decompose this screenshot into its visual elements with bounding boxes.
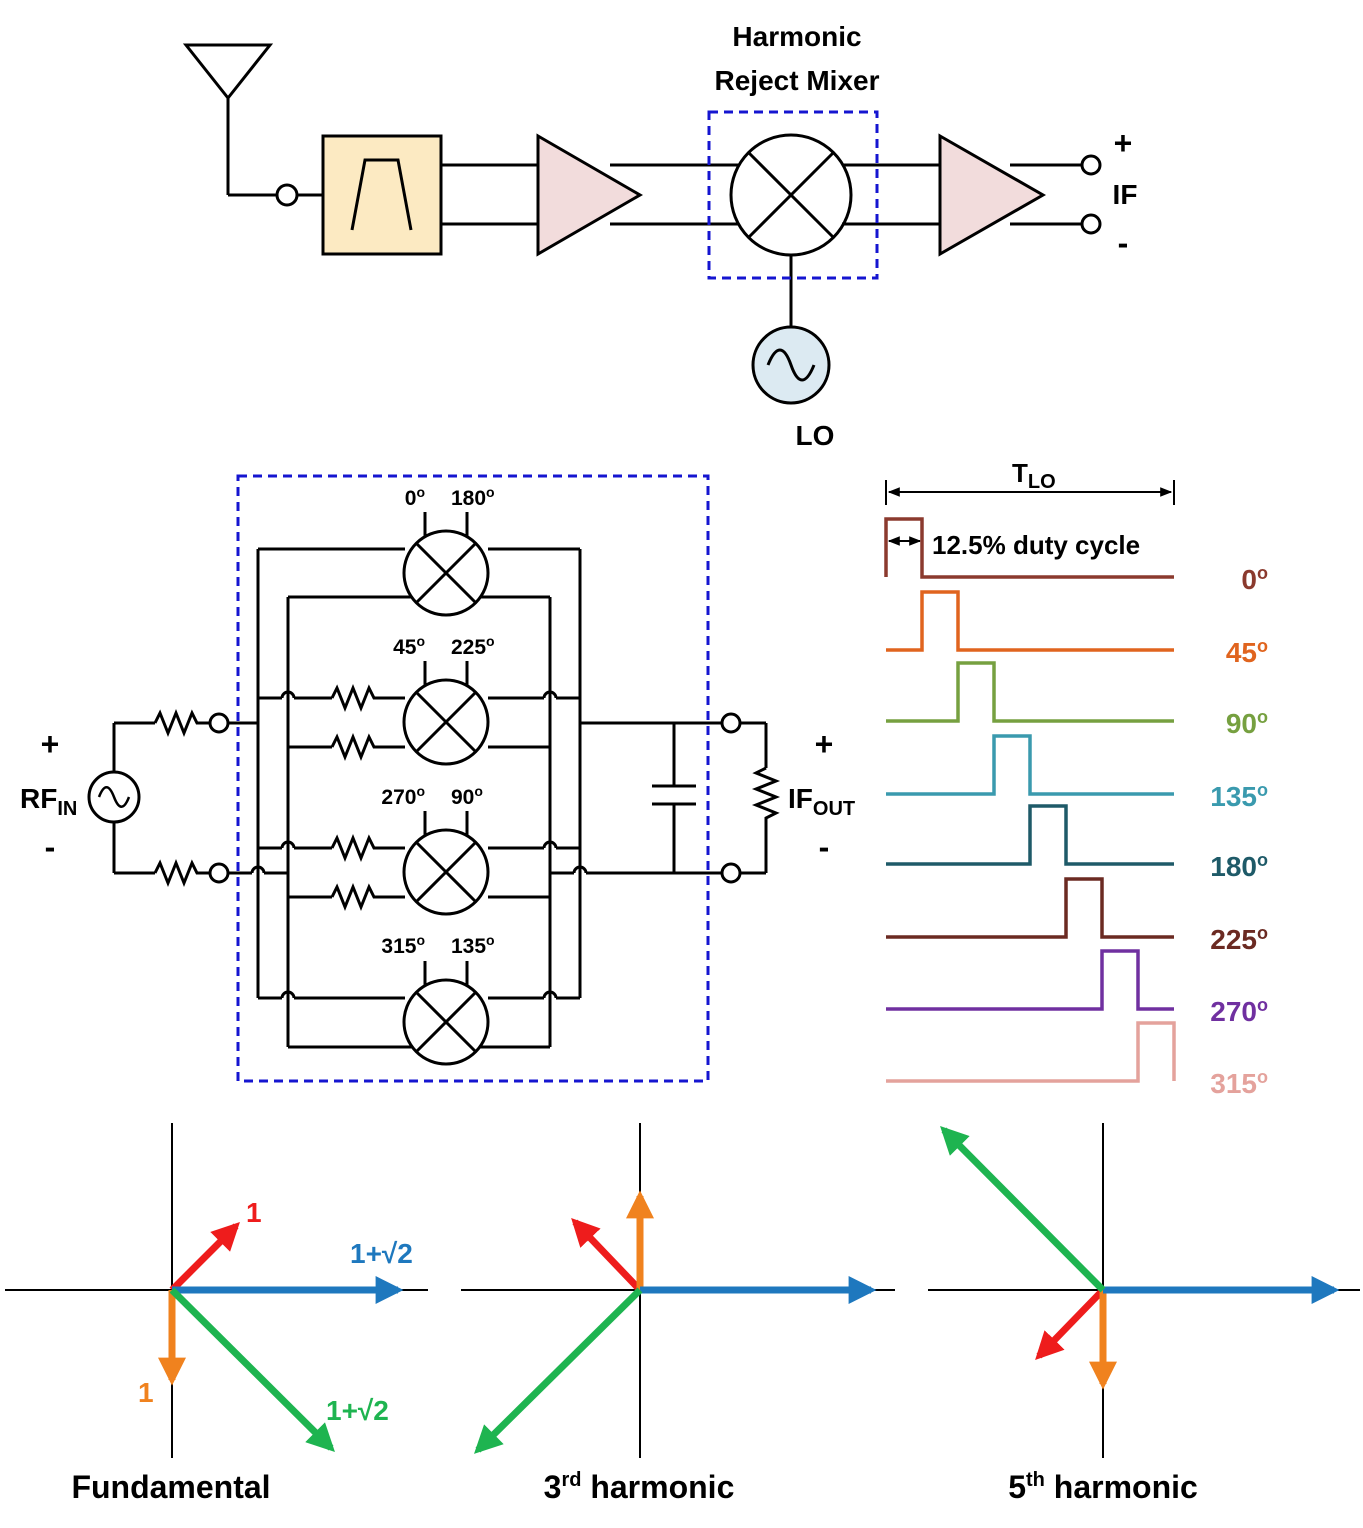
mixer-2-phase-a: 45o xyxy=(393,633,425,659)
bandpass-filter-icon xyxy=(350,158,413,231)
fund-orange-label: 1 xyxy=(138,1377,154,1408)
fifth-harmonic-title: 5th harmonic xyxy=(1008,1469,1198,1505)
mixer-3-phase-a: 270o xyxy=(381,783,425,809)
ifout-minus-label: - xyxy=(819,829,830,865)
mixer-array-box xyxy=(236,474,710,1083)
rf-in-subscript: IN xyxy=(57,798,77,820)
mixer-2-phase-b: 225o xyxy=(451,633,495,659)
if-out-subscript: OUT xyxy=(813,798,855,820)
if-out-label: IFOUT xyxy=(788,783,855,820)
load-resistor xyxy=(751,766,781,873)
if-label: IF xyxy=(1113,179,1138,210)
lo-waveform-45 xyxy=(886,590,1174,652)
period-label: TLO xyxy=(1012,458,1056,493)
hrm-title-line2: Reject Mixer xyxy=(715,65,880,96)
lo-waveform-135 xyxy=(886,734,1174,796)
phase-label-90: 90o xyxy=(1226,707,1268,739)
ifout-plus-label: + xyxy=(815,726,834,762)
fifth-red-phasor xyxy=(1035,1287,1106,1361)
harmonic-reject-mixer-box xyxy=(707,110,879,280)
mixer-4-phase-a: 315o xyxy=(381,932,425,958)
receiver-block-diagram xyxy=(182,43,1102,405)
rf-in-label: RFIN xyxy=(20,783,77,820)
lna-amplifier-icon xyxy=(536,133,643,257)
hrm-title-line1: Harmonic xyxy=(732,21,861,52)
fifth-green-phasor xyxy=(940,1126,1106,1293)
lo-waveform-270 xyxy=(886,949,1174,1011)
phase-label-180: 180o xyxy=(1210,850,1268,882)
phasor-diagrams xyxy=(158,1126,1340,1454)
phase-label-270: 270o xyxy=(1210,995,1268,1027)
mixer-phase-labels: 0o 180o 45o 225o 270o 90o 315o 135o xyxy=(381,484,494,958)
phase-label-135: 135o xyxy=(1210,780,1268,812)
lo-label: LO xyxy=(796,420,835,451)
if-plus-label: + xyxy=(1114,125,1133,161)
fund-red-label: 1 xyxy=(246,1197,262,1228)
lo-timing-diagram xyxy=(885,480,1175,546)
fund-green-label: 1+√2 xyxy=(326,1395,389,1426)
phase-label-45: 45o xyxy=(1226,636,1268,668)
rf-minus-label: - xyxy=(45,829,56,865)
lo-waveform-315 xyxy=(886,1021,1176,1083)
rf-plus-label: + xyxy=(41,726,60,762)
fundamental-title: Fundamental xyxy=(71,1469,270,1505)
fund-blue-label: 1+√2 xyxy=(350,1238,413,1269)
fund-green-phasor xyxy=(169,1287,335,1452)
third-red-phasor xyxy=(571,1217,643,1293)
mixer-1-phase-a: 0o xyxy=(405,484,425,510)
rf-resistor-top xyxy=(153,708,210,738)
mixer-4-phase-b: 135o xyxy=(451,932,495,958)
rf-resistor-bottom xyxy=(153,858,210,888)
lo-waveform-180 xyxy=(886,804,1174,866)
third-green-phasor xyxy=(474,1287,643,1454)
phase-label-0: 0o xyxy=(1241,563,1268,595)
rf-input-terminal xyxy=(275,183,299,207)
mixer-3-phase-b: 90o xyxy=(451,783,483,809)
if-amplifier-icon xyxy=(938,133,1047,257)
phase-label-225: 225o xyxy=(1210,923,1268,955)
if-minus-label: - xyxy=(1118,225,1129,261)
if-minus-terminal xyxy=(1080,213,1102,235)
lo-waveform-225 xyxy=(886,877,1174,939)
third-harmonic-title: 3rd harmonic xyxy=(544,1469,735,1505)
mixer-1-phase-b: 180o xyxy=(451,484,495,510)
lo-waveform-0 xyxy=(884,517,1174,579)
duty-cycle-label: 12.5% duty cycle xyxy=(932,530,1140,560)
mixer-schematic xyxy=(87,474,781,1083)
if-plus-terminal xyxy=(1080,154,1102,176)
period-subscript: LO xyxy=(1028,471,1056,493)
antenna-icon xyxy=(182,43,274,101)
fund-red-phasor xyxy=(169,1222,240,1293)
lo-waveform-90 xyxy=(886,661,1174,723)
phase-label-315: 315o xyxy=(1210,1067,1268,1099)
bandpass-filter-block xyxy=(321,134,443,256)
timing-waveforms: 0o 45o 90o 135o 180o 225o 270o 315o xyxy=(884,517,1268,1099)
